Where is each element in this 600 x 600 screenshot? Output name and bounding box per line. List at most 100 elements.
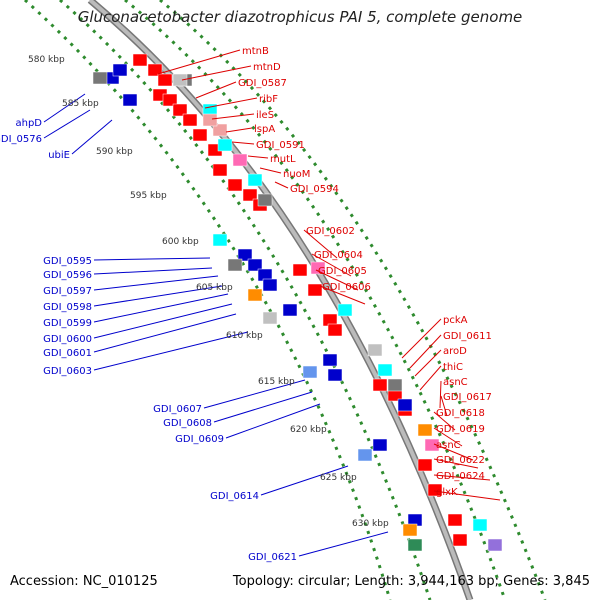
gene-glyph bbox=[162, 93, 178, 107]
gene-label-reverse: ahpD bbox=[15, 118, 42, 129]
gene-label-forward: asnC bbox=[443, 377, 468, 388]
gene-glyph bbox=[112, 63, 128, 77]
gene-glyph bbox=[122, 93, 138, 107]
gene-label-forward: aroD bbox=[443, 346, 467, 357]
leader-forward bbox=[231, 141, 255, 145]
tick-label: 580 kbp bbox=[28, 55, 65, 65]
backbone-fill bbox=[88, 0, 472, 600]
leader-forward bbox=[433, 411, 456, 431]
tick-label: 585 kbp bbox=[62, 99, 99, 109]
gene-glyph bbox=[427, 483, 443, 497]
gene-label-forward: GDI_0591 bbox=[256, 140, 305, 151]
tick-label: 590 kbp bbox=[96, 147, 133, 157]
gene-glyph bbox=[452, 533, 468, 547]
tick-label: 625 kbp bbox=[320, 473, 357, 483]
gene-features bbox=[92, 53, 503, 552]
tick-label: 610 kbp bbox=[226, 331, 263, 341]
gene-glyph bbox=[262, 311, 278, 325]
leader-reverse bbox=[93, 267, 213, 275]
leader-forward bbox=[433, 427, 463, 447]
leader-forward bbox=[409, 334, 442, 369]
leader-forward bbox=[419, 365, 442, 391]
leader-forward bbox=[440, 395, 448, 417]
tick-label: 630 kbp bbox=[352, 519, 389, 529]
dotted-guides bbox=[23, 0, 547, 600]
gene-glyph bbox=[372, 378, 388, 392]
gene-glyph bbox=[242, 188, 258, 202]
gene-glyph bbox=[310, 261, 326, 275]
gene-label-forward: GDI_0587 bbox=[238, 78, 287, 89]
gene-glyph bbox=[202, 113, 218, 127]
gene-label-forward: thiC bbox=[443, 362, 463, 373]
gene-label-forward: mtnD bbox=[253, 62, 281, 73]
gene-label-reverse: GDI_0603 bbox=[43, 366, 92, 377]
gene-glyph bbox=[307, 283, 323, 297]
tick-label: 605 kbp bbox=[196, 283, 233, 293]
leader-reverse bbox=[213, 391, 313, 423]
gene-label-forward: GDI_0624 bbox=[436, 471, 485, 482]
gene-label-forward: GDI_0606 bbox=[322, 282, 371, 293]
gene-label-forward: asnC bbox=[436, 440, 461, 451]
gene-label-reverse: GDI_0597 bbox=[43, 286, 92, 297]
gene-glyph bbox=[282, 303, 298, 317]
gene-glyph bbox=[247, 173, 263, 187]
leader-reverse bbox=[93, 293, 229, 323]
leader-reverse bbox=[93, 313, 237, 353]
gene-glyph bbox=[217, 138, 233, 152]
gene-label-reverse: GDI_0576 bbox=[0, 134, 42, 145]
gene-label-reverse: GDI_0596 bbox=[43, 270, 92, 281]
leader-forward bbox=[414, 349, 442, 377]
gene-glyph bbox=[337, 303, 353, 317]
leader-reverse bbox=[93, 303, 233, 339]
gene-label-forward: glxK bbox=[436, 487, 458, 498]
gene-label-forward: mtnB bbox=[242, 46, 269, 57]
leader-reverse bbox=[93, 331, 249, 371]
leader-forward bbox=[303, 229, 338, 259]
gene-glyph bbox=[417, 423, 433, 437]
gene-glyph bbox=[227, 258, 243, 272]
tick-label: 595 kbp bbox=[130, 191, 167, 201]
gene-label-reverse: GDI_0607 bbox=[153, 404, 202, 415]
gene-glyph bbox=[192, 128, 208, 142]
leader-reverse bbox=[43, 93, 86, 123]
backbone-outline bbox=[87, 0, 474, 600]
gene-label-forward: GDI_0617 bbox=[443, 392, 492, 403]
gene-glyph bbox=[447, 513, 463, 527]
leader-forward bbox=[181, 65, 252, 81]
gene-glyph bbox=[417, 458, 433, 472]
gene-glyph bbox=[424, 438, 440, 452]
leader-forward bbox=[157, 49, 241, 75]
leader-forward bbox=[315, 269, 359, 291]
gene-glyph bbox=[172, 73, 188, 87]
gene-glyph bbox=[302, 365, 318, 379]
leader-forward bbox=[401, 318, 442, 359]
gene-label-reverse: GDI_0595 bbox=[43, 256, 92, 267]
gene-glyph bbox=[157, 73, 173, 87]
leader-reverse bbox=[93, 285, 223, 307]
gene-label-reverse: GDI_0608 bbox=[163, 418, 212, 429]
genome-summary: Topology: circular; Length: 3,944,163 bp… bbox=[232, 574, 590, 589]
gene-glyph bbox=[212, 233, 228, 247]
gene-label-forward: GDI_0605 bbox=[318, 266, 367, 277]
gene-label-forward: pckA bbox=[443, 315, 468, 326]
tick-label: 600 kbp bbox=[162, 237, 199, 247]
leader-forward bbox=[433, 474, 491, 481]
leader-reverse bbox=[298, 531, 389, 557]
gene-glyph bbox=[327, 323, 343, 337]
gene-label-forward: nuoM bbox=[283, 169, 310, 180]
leader-reverse bbox=[93, 257, 211, 261]
leader-forward bbox=[433, 490, 501, 501]
leader-forward bbox=[225, 127, 253, 133]
leader-reverse bbox=[43, 109, 91, 139]
leader-forward bbox=[311, 253, 352, 277]
dotted-guide-1 bbox=[23, 0, 392, 600]
gene-glyph bbox=[487, 538, 503, 552]
gene-glyph bbox=[327, 368, 343, 382]
gene-glyph bbox=[357, 448, 373, 462]
gene-labels: mtnBmtnDGDI_0587ribFileSlspAGDI_0591mutL… bbox=[0, 46, 492, 563]
gene-label-reverse: GDI_0614 bbox=[210, 491, 259, 502]
tick-labels: 580 kbp 585 kbp 590 kbp 595 kbp 600 kbp 605 k… bbox=[28, 55, 389, 529]
leader-forward bbox=[433, 458, 479, 469]
gene-glyph bbox=[182, 113, 198, 127]
